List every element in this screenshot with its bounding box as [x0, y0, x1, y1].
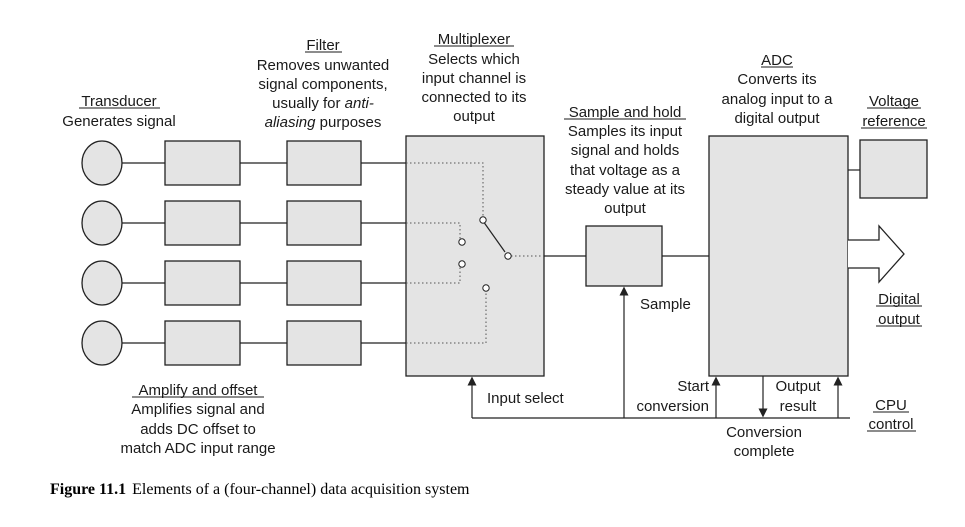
transducer-desc: Generates signal [62, 113, 175, 130]
output-result-line2: result [780, 398, 818, 415]
amplifier-boxes [164, 140, 241, 366]
transducer-4 [81, 320, 123, 366]
transducer-circles [81, 140, 123, 366]
amplify-line2: adds DC offset to [140, 421, 256, 438]
sample-hold-line5: output [604, 200, 647, 217]
cpu-control-label: CPU control [867, 397, 916, 433]
filter-line2: signal components, [258, 76, 387, 93]
amplifier-4 [164, 320, 241, 366]
channel-lines [122, 162, 860, 344]
filter-line3: usually for anti- [272, 95, 374, 112]
adc-line1: Converts its [737, 71, 816, 88]
filter-label: Filter Removes unwanted signal component… [257, 37, 390, 131]
sample-hold-line1: Samples its input [568, 123, 683, 140]
figure-caption-text: Elements of a (four-channel) data acquis… [132, 481, 470, 498]
filter-line4: aliasing purposes [265, 114, 382, 131]
multiplexer-line1: Selects which [428, 51, 520, 68]
filter-3 [286, 260, 362, 306]
transducer-label: Transducer Generates signal [62, 93, 175, 130]
digital-output-line1: Digital [878, 291, 920, 308]
multiplexer-line2: input channel is [422, 70, 526, 87]
transducer-1 [81, 140, 123, 186]
sample-label: Sample [640, 296, 691, 313]
multiplexer-label: Multiplexer Selects which input channel … [421, 31, 526, 125]
control-lines [467, 286, 850, 419]
filter-1 [286, 140, 362, 186]
voltage-reference-box [859, 139, 928, 199]
filter-title: Filter [306, 37, 339, 54]
amplify-title: Amplify and offset [139, 382, 259, 399]
amplify-line1: Amplifies signal and [131, 401, 264, 418]
conversion-complete-line1: Conversion [726, 424, 802, 441]
amplify-line3: match ADC input range [120, 440, 275, 457]
sample-hold-line3: that voltage as a [570, 162, 681, 179]
filter-boxes [286, 140, 362, 366]
voltage-reference-line1: Voltage [869, 93, 919, 110]
multiplexer-box [405, 135, 545, 377]
start-conversion-line1: Start [677, 378, 710, 395]
sample-hold-box [585, 225, 663, 287]
transducer-3 [81, 260, 123, 306]
sample-hold-title: Sample and hold [569, 104, 682, 121]
transducer-title: Transducer [81, 93, 156, 110]
adc-line2: analog input to a [722, 91, 834, 108]
output-result-line1: Output [775, 378, 821, 395]
multiplexer-line3: connected to its [421, 89, 526, 106]
filter-line1: Removes unwanted [257, 57, 390, 74]
multiplexer-switch [406, 162, 544, 344]
transducer-2 [81, 200, 123, 246]
amplify-label: Amplify and offset Amplifies signal and … [120, 382, 275, 457]
start-conversion-line2: conversion [636, 398, 709, 415]
conversion-complete-line2: complete [734, 443, 795, 460]
signal-labels: Sample Input select Start conversion Out… [487, 296, 821, 460]
digital-output-label: Digital output [876, 291, 922, 328]
multiplexer-line4: output [453, 108, 496, 125]
amplifier-1 [164, 140, 241, 186]
sample-hold-line2: signal and holds [571, 142, 679, 159]
filter-2 [286, 200, 362, 246]
sample-hold-line4: steady value at its [565, 181, 685, 198]
voltage-reference-line2: reference [862, 113, 925, 130]
digital-output-arrow [848, 224, 905, 284]
adc-label: ADC Converts its analog input to a digit… [722, 52, 834, 127]
multiplexer-title: Multiplexer [438, 31, 511, 48]
sample-hold-label: Sample and hold Samples its input signal… [564, 104, 686, 217]
adc-title: ADC [761, 52, 793, 69]
cpu-control-line2: control [868, 416, 913, 433]
filter-4 [286, 320, 362, 366]
input-select-label: Input select [487, 390, 565, 407]
adc-box [708, 135, 849, 377]
cpu-control-line1: CPU [875, 397, 907, 414]
amplifier-2 [164, 200, 241, 246]
figure-number: Figure 11.1 [50, 481, 126, 498]
adc-line3: digital output [734, 110, 820, 127]
amplifier-3 [164, 260, 241, 306]
voltage-reference-label: Voltage reference [861, 93, 927, 130]
digital-output-line2: output [878, 311, 921, 328]
figure-caption: Figure 11.1 Elements of a (four-channel) … [50, 481, 470, 498]
